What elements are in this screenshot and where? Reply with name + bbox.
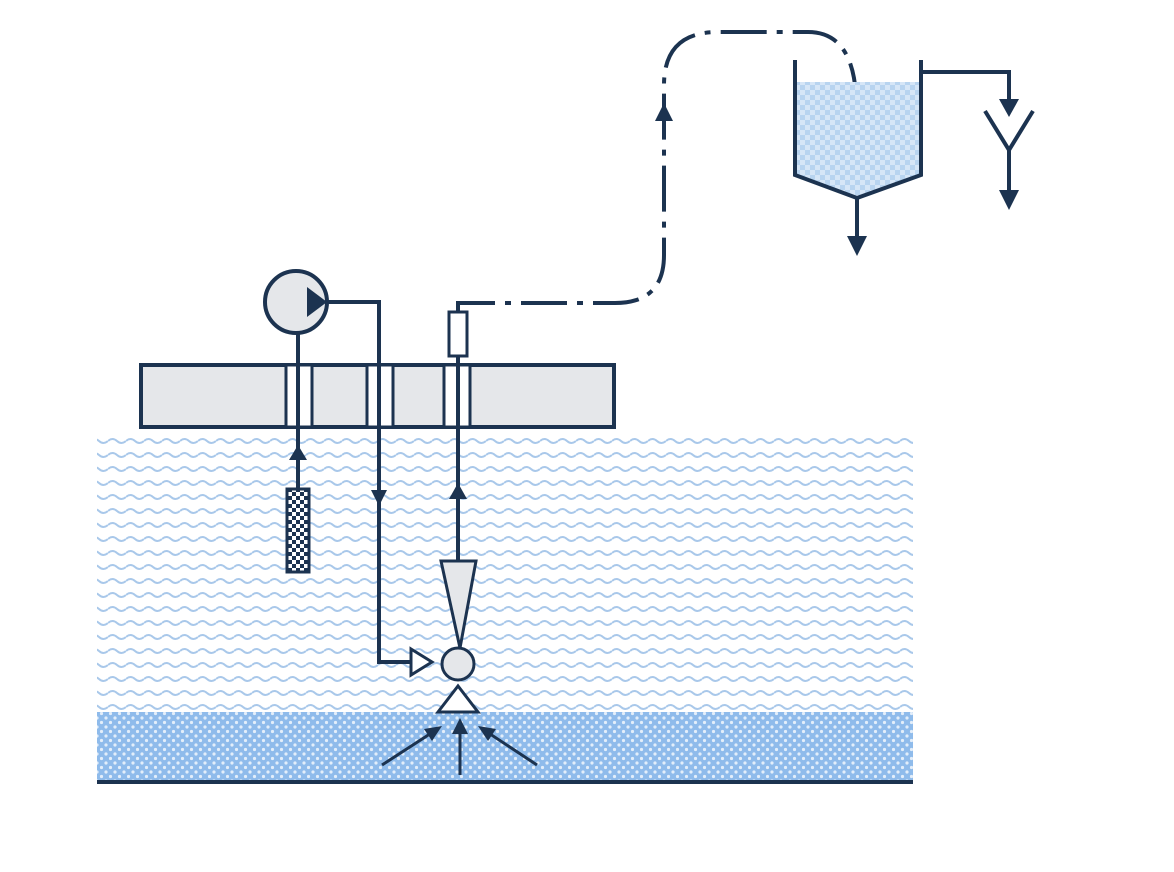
settling-tank	[793, 60, 923, 201]
intake-arrow	[289, 445, 307, 460]
splitter	[983, 109, 1035, 210]
tank-underflow-arrow	[847, 236, 867, 256]
rising-arrow	[449, 483, 467, 499]
discharge-rise-arrow	[655, 103, 673, 121]
discharge-pipe	[456, 30, 858, 312]
water-body	[97, 432, 913, 714]
overflow-pipe	[921, 70, 1011, 102]
air-compressor	[263, 269, 329, 335]
air-supply-pipe	[327, 300, 412, 664]
airlift-pump	[409, 559, 482, 714]
sediment-layer	[97, 712, 913, 784]
suction-head	[381, 718, 538, 775]
discharge-valve	[447, 310, 469, 358]
air-supply-arrow	[371, 490, 387, 506]
strainer	[285, 487, 311, 574]
overflow-arrow	[999, 99, 1019, 117]
